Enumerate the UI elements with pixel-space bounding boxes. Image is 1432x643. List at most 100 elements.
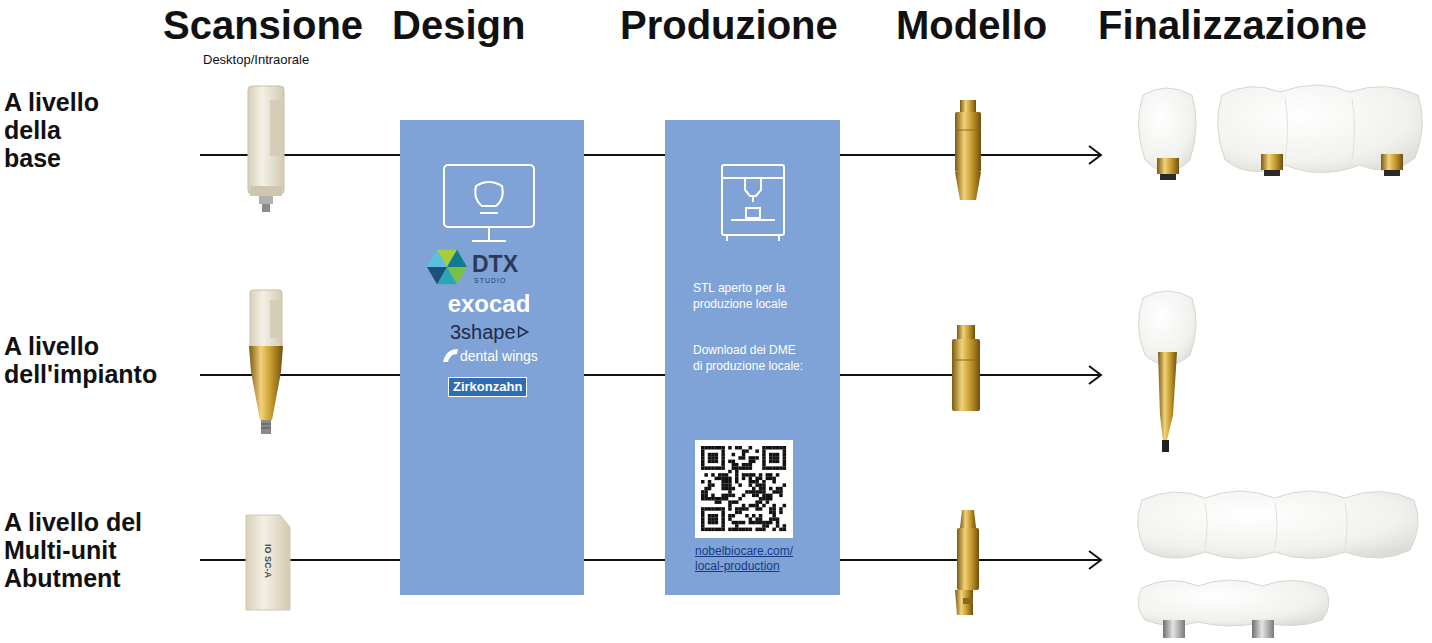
design-software-panel: DTXSTUDIOexocad3shapedental wingsZirkonz… <box>400 120 584 595</box>
qr-code <box>735 528 739 532</box>
qr-code <box>769 507 773 511</box>
qr-code <box>772 460 776 464</box>
qr-code <box>783 466 787 470</box>
qr-code <box>776 487 780 491</box>
qr-code <box>732 494 736 498</box>
qr-code <box>776 446 780 450</box>
part-marking: IO SC-A <box>262 538 272 584</box>
qr-code <box>745 449 749 453</box>
qr-code <box>783 483 787 487</box>
single-crown <box>1138 291 1196 452</box>
qr-code <box>762 456 766 460</box>
qr-code <box>718 477 722 481</box>
qr-code <box>752 473 756 477</box>
qr-code <box>766 500 770 504</box>
qr-code <box>749 504 753 508</box>
qr-code <box>762 528 766 532</box>
qr-code <box>701 507 705 511</box>
qr-code <box>755 504 759 508</box>
qr-code <box>752 480 756 484</box>
row-line <box>200 154 400 156</box>
row-line <box>1089 551 1101 569</box>
qr-code <box>769 473 773 477</box>
qr-code <box>783 504 787 508</box>
bridge <box>1261 154 1283 170</box>
qr-code <box>735 507 739 511</box>
qr-code <box>769 477 773 481</box>
qr-code <box>725 497 729 501</box>
qr-code <box>701 446 786 531</box>
qr-code <box>755 456 759 460</box>
qr-code <box>735 480 739 484</box>
qr-code <box>728 494 732 498</box>
lab-analog <box>952 339 980 411</box>
qr-code <box>752 504 756 508</box>
row-line <box>200 146 1101 569</box>
qr-code <box>749 480 753 484</box>
dtx-logo-mark <box>427 250 467 285</box>
qr-code <box>715 466 719 470</box>
qr-code <box>755 500 759 504</box>
qr-code <box>701 480 705 484</box>
qr-code <box>725 487 729 491</box>
qr-code <box>752 490 756 494</box>
qr-code <box>721 460 725 464</box>
qr-code <box>772 504 776 508</box>
qr-code <box>772 446 776 450</box>
qr-code <box>718 473 722 477</box>
qr-code <box>711 521 715 525</box>
bridge <box>1205 503 1207 548</box>
scan-body <box>246 515 290 610</box>
qr-code <box>766 466 770 470</box>
qr-code <box>708 487 712 491</box>
scan-body <box>259 196 273 204</box>
qr-code <box>772 456 776 460</box>
column-heading: Finalizzazione <box>1098 2 1367 48</box>
scan-body <box>249 290 283 434</box>
scan-body <box>246 515 290 610</box>
lab-analog <box>957 528 979 590</box>
qr-code <box>704 446 708 450</box>
row-label: A livello del Multi-unit Abutment <box>4 508 179 592</box>
qr-code <box>772 490 776 494</box>
qr-code <box>721 449 725 453</box>
qr-code <box>715 500 719 504</box>
logo-text: dental wings <box>460 348 538 365</box>
panel-text: STL aperto per la produzione locale <box>693 280 818 312</box>
column-subheading: Desktop/Intraorale <box>203 52 309 68</box>
qr-code <box>701 514 705 518</box>
qr-code <box>742 528 746 532</box>
qr-code <box>776 473 780 477</box>
qr-code <box>708 460 712 464</box>
qr-code <box>708 497 712 501</box>
qr-code <box>728 480 732 484</box>
qr-code <box>776 517 780 521</box>
qr-code <box>701 463 705 467</box>
qr-code <box>769 446 773 450</box>
lab-analog <box>955 590 973 615</box>
qr-code <box>783 453 787 457</box>
qr-code <box>721 453 725 457</box>
qr-code <box>732 528 736 532</box>
bridge <box>1138 580 1329 638</box>
qr-code <box>776 524 780 528</box>
qr-code <box>742 456 746 460</box>
qr-code <box>738 446 742 450</box>
qr-code <box>762 490 766 494</box>
qr-code <box>772 511 776 514</box>
qr-code <box>701 449 705 453</box>
qr-code <box>721 514 725 518</box>
qr-code <box>776 460 780 464</box>
qr-code <box>728 500 732 504</box>
qr-code <box>759 473 763 477</box>
qr-code <box>776 453 780 457</box>
qr-code <box>711 466 715 470</box>
qr-code <box>779 507 783 511</box>
qr-code <box>762 494 766 498</box>
qr-code <box>776 521 780 525</box>
qr-code <box>742 453 746 457</box>
qr-code <box>701 517 705 521</box>
qr-code <box>749 473 753 477</box>
qr-code <box>728 507 732 511</box>
qr-code <box>769 511 773 514</box>
